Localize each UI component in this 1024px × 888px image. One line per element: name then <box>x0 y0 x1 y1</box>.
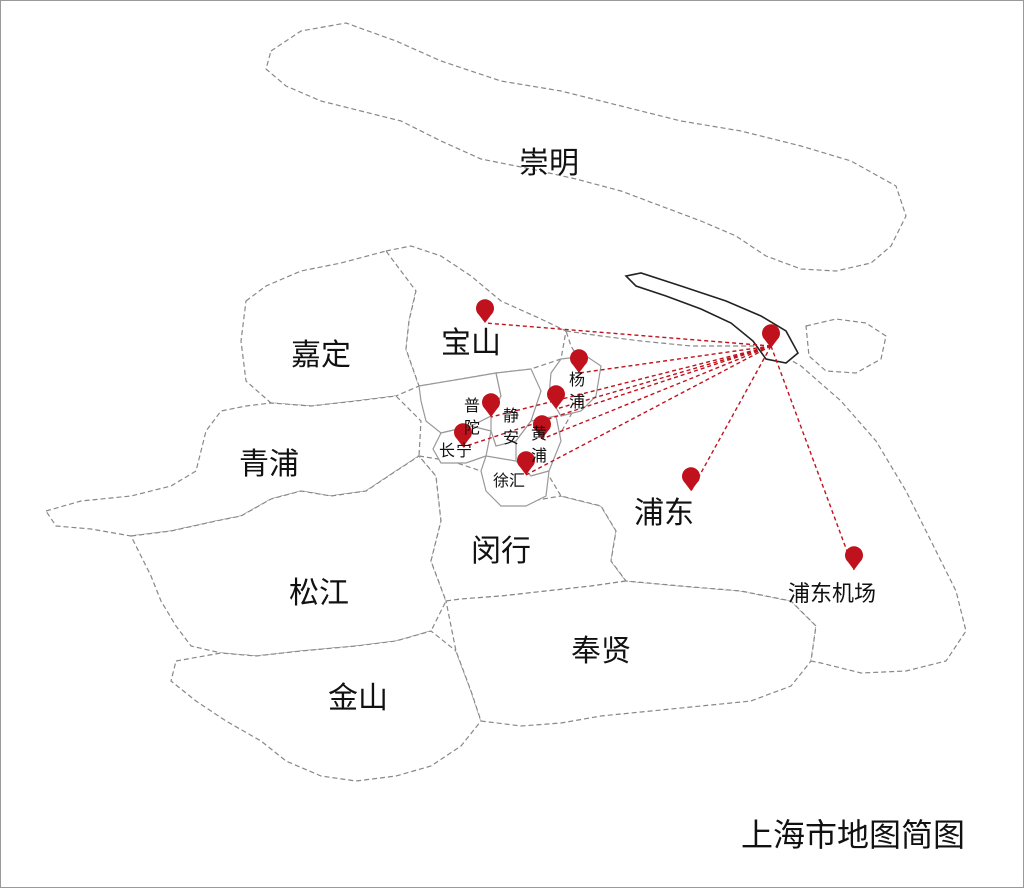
label-jinshan: 金山 <box>328 681 388 716</box>
district-chongming <box>265 22 907 272</box>
label-putuo-2: 陀 <box>464 418 480 437</box>
pin-putuo <box>481 393 500 417</box>
route-to-changning <box>462 345 772 448</box>
district-baoshan <box>384 245 567 387</box>
label-minhang: 闵行 <box>471 534 531 569</box>
route-to-pudong-airport <box>770 345 855 571</box>
label-putuo-1: 普 <box>464 396 480 415</box>
pin-xuhui <box>517 451 536 475</box>
label-pudong: 浦东 <box>634 496 694 531</box>
map-title: 上海市地图简图 <box>741 816 965 854</box>
label-jiading: 嘉定 <box>291 338 351 373</box>
changxing-island <box>624 272 800 364</box>
district-jiading <box>240 250 420 407</box>
route-to-yangpu <box>578 345 772 374</box>
label-changning-1: 长 <box>439 441 455 460</box>
label-yangpu-1: 杨 <box>569 370 585 389</box>
pins <box>454 299 864 570</box>
pin-jingan <box>547 385 565 409</box>
route-to-putuo <box>490 345 772 418</box>
pin-hub <box>762 324 781 348</box>
pin-changning <box>454 423 473 447</box>
pin-pudong-airport <box>845 546 864 570</box>
district-qingpu <box>45 395 422 537</box>
route-to-jingan <box>555 345 772 410</box>
label-jingan-2: 安 <box>503 428 519 447</box>
label-huangpu-2: 浦 <box>531 446 547 465</box>
label-baoshan: 宝山 <box>441 326 501 361</box>
route-to-huangpu <box>541 345 772 440</box>
label-pudong-airport: 浦东机场 <box>788 582 876 607</box>
label-chongming: 崇明 <box>519 146 579 181</box>
district-fengxian <box>445 580 817 727</box>
route-to-baoshan <box>484 322 772 347</box>
label-qingpu: 青浦 <box>239 447 299 482</box>
label-changning-2: 宁 <box>456 441 472 460</box>
pin-yangpu <box>570 349 589 373</box>
district-jinshan <box>170 630 482 782</box>
district-putuo <box>418 372 502 434</box>
pin-huangpu <box>533 415 551 439</box>
label-jingan-1: 静 <box>503 406 519 425</box>
label-xuhui: 徐汇 <box>493 471 525 490</box>
label-fengxian: 奉贤 <box>571 634 631 669</box>
label-songjiang: 松江 <box>289 576 349 611</box>
district-pudong <box>545 330 967 674</box>
label-huangpu-1: 黄 <box>531 424 547 443</box>
label-yangpu-2: 浦 <box>569 392 585 411</box>
route-lines <box>462 322 855 571</box>
hengsha-island <box>805 318 887 374</box>
pin-baoshan <box>476 299 494 323</box>
pin-pudong <box>682 467 700 491</box>
